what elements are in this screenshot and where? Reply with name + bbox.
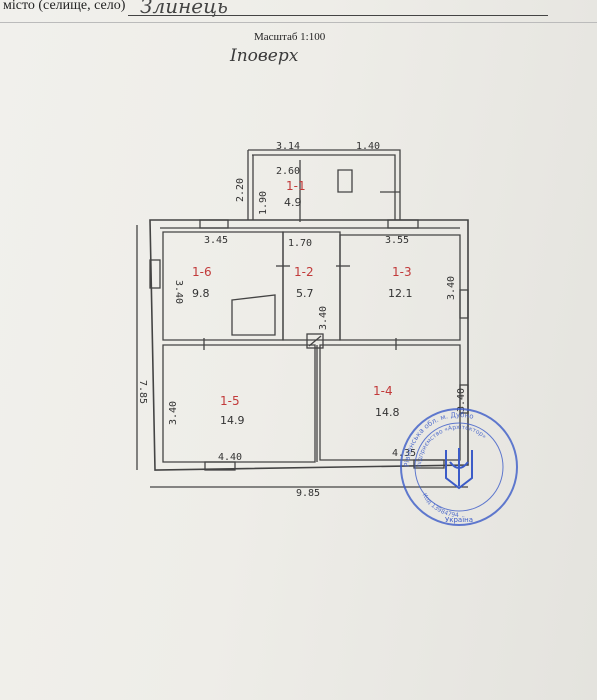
room-1-4-number: 1-4 <box>373 384 393 398</box>
floor-label: Іповерх <box>230 46 299 66</box>
stamp-country: Україна <box>445 516 473 524</box>
room-1-5-number: 1-5 <box>220 394 240 408</box>
walls <box>136 149 469 488</box>
room-1-6-number: 1-6 <box>192 265 212 279</box>
dim-top-ext-width: 3.14 <box>276 141 300 152</box>
dim-r12-height: 3.40 <box>318 306 329 330</box>
dim-r14-width: 4.35 <box>392 448 416 459</box>
locality-label: місто (селище, село) <box>3 0 126 13</box>
dim-r12-width: 1.70 <box>288 238 312 249</box>
dim-ext-inner-width: 2.60 <box>276 166 300 177</box>
room-1-3-number: 1-3 <box>392 265 412 279</box>
dim-total-width: 9.85 <box>296 488 320 499</box>
stamp-outer-text: Рівненська обл. м. Дубно <box>403 411 475 467</box>
dim-r13-width: 3.55 <box>385 235 409 246</box>
dim-r14-height: 3.40 <box>456 388 467 412</box>
room-1-2-area: 5.7 <box>296 287 314 300</box>
dim-r15-width: 4.40 <box>218 452 242 463</box>
room-1-5-area: 14.9 <box>220 414 245 427</box>
dim-ext-height-inner: 1.90 <box>258 191 269 215</box>
header: місто (селище, село) Злинець <box>0 0 597 26</box>
dim-r13-height: 3.40 <box>446 276 457 300</box>
dim-r15-height: 3.40 <box>168 401 179 425</box>
dim-r16-width: 3.45 <box>204 235 228 246</box>
room-1-1-area: 4.9 <box>284 196 302 209</box>
dim-top-ext-right: 1.40 <box>356 141 380 152</box>
room-1-1-number: 1-1 <box>286 179 306 193</box>
dim-total-height: 7.85 <box>137 380 148 404</box>
room-1-2-number: 1-2 <box>294 265 314 279</box>
trident-icon <box>445 448 473 490</box>
company-stamp: Рівненська обл. м. Дубно підприємство «А… <box>400 408 518 526</box>
svg-text:Рівненська обл. м. Дубно: Рівненська обл. м. Дубно <box>403 411 475 467</box>
room-1-6-area: 9.8 <box>192 287 210 300</box>
dim-r16-height: 3.40 <box>173 280 184 304</box>
dim-ext-height-outer: 2.20 <box>235 178 246 202</box>
room-1-4-area: 14.8 <box>375 406 400 419</box>
room-1-3-area: 12.1 <box>388 287 413 300</box>
scale-label: Масштаб 1:100 <box>254 31 326 43</box>
header-rule <box>0 22 597 23</box>
locality-value: Злинець <box>140 0 228 18</box>
header-underline <box>128 15 548 16</box>
